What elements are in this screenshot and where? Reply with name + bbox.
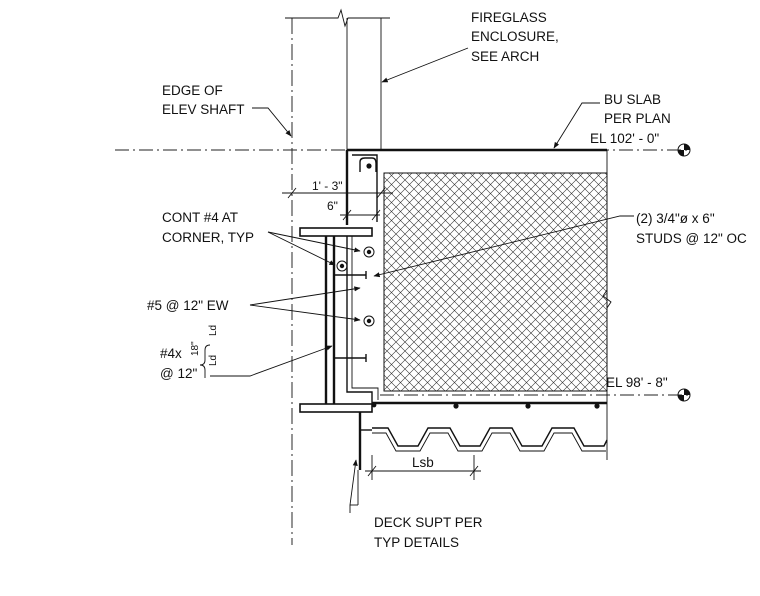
cont-label-2: CORNER, TYP bbox=[162, 230, 254, 245]
fireglass-label-2: ENCLOSURE, bbox=[471, 29, 559, 44]
bars-label-1: #4x bbox=[160, 346, 182, 361]
edge-label-2: ELEV SHAFT bbox=[162, 102, 245, 117]
fireglass-label-1: FIREGLASS bbox=[471, 10, 547, 25]
buslab-label-1: BU SLAB bbox=[604, 92, 661, 107]
lsb-label: Lsb bbox=[412, 455, 434, 470]
fireglass-label-3: SEE ARCH bbox=[471, 49, 539, 64]
rebar-label: #5 @ 12" EW bbox=[147, 298, 229, 313]
leaders bbox=[210, 47, 634, 513]
deck-label-1: DECK SUPT PER bbox=[374, 515, 483, 530]
deck-support bbox=[350, 412, 372, 506]
el-bottom-label: EL 98' - 8" bbox=[606, 375, 668, 390]
studs-label-1: (2) 3/4"ø x 6" bbox=[636, 211, 715, 226]
elevation-lines bbox=[115, 143, 691, 402]
concrete-slab bbox=[372, 148, 612, 460]
dim-label-1: 1' - 3" bbox=[312, 179, 343, 193]
edge-label-1: EDGE OF bbox=[162, 83, 223, 98]
rebar-circles bbox=[336, 246, 377, 408]
dimensions bbox=[199, 187, 481, 480]
dim-label-2: 6" bbox=[327, 199, 338, 213]
shear-studs bbox=[334, 271, 367, 362]
buslab-label-2: PER PLAN bbox=[604, 111, 671, 126]
deck-label-2: TYP DETAILS bbox=[374, 535, 459, 550]
bars-label-2: @ 12" bbox=[160, 366, 197, 381]
cont-label-1: CONT #4 AT bbox=[162, 210, 238, 225]
studs-label-2: STUDS @ 12" OC bbox=[636, 231, 747, 246]
metal-deck bbox=[372, 427, 608, 452]
shaft-lines bbox=[285, 8, 390, 545]
text-labels: FIREGLASS ENCLOSURE, SEE ARCH EDGE OF EL… bbox=[147, 10, 747, 550]
ld-label-1: Ld bbox=[208, 325, 219, 336]
ld-label-2: Ld bbox=[208, 355, 219, 366]
elevation-target-bottom bbox=[677, 388, 691, 402]
edge-plate bbox=[345, 148, 381, 225]
el-top-label: EL 102' - 0" bbox=[590, 131, 659, 146]
bars-len-label: 18" bbox=[190, 341, 201, 356]
elevation-target-top bbox=[677, 143, 691, 157]
